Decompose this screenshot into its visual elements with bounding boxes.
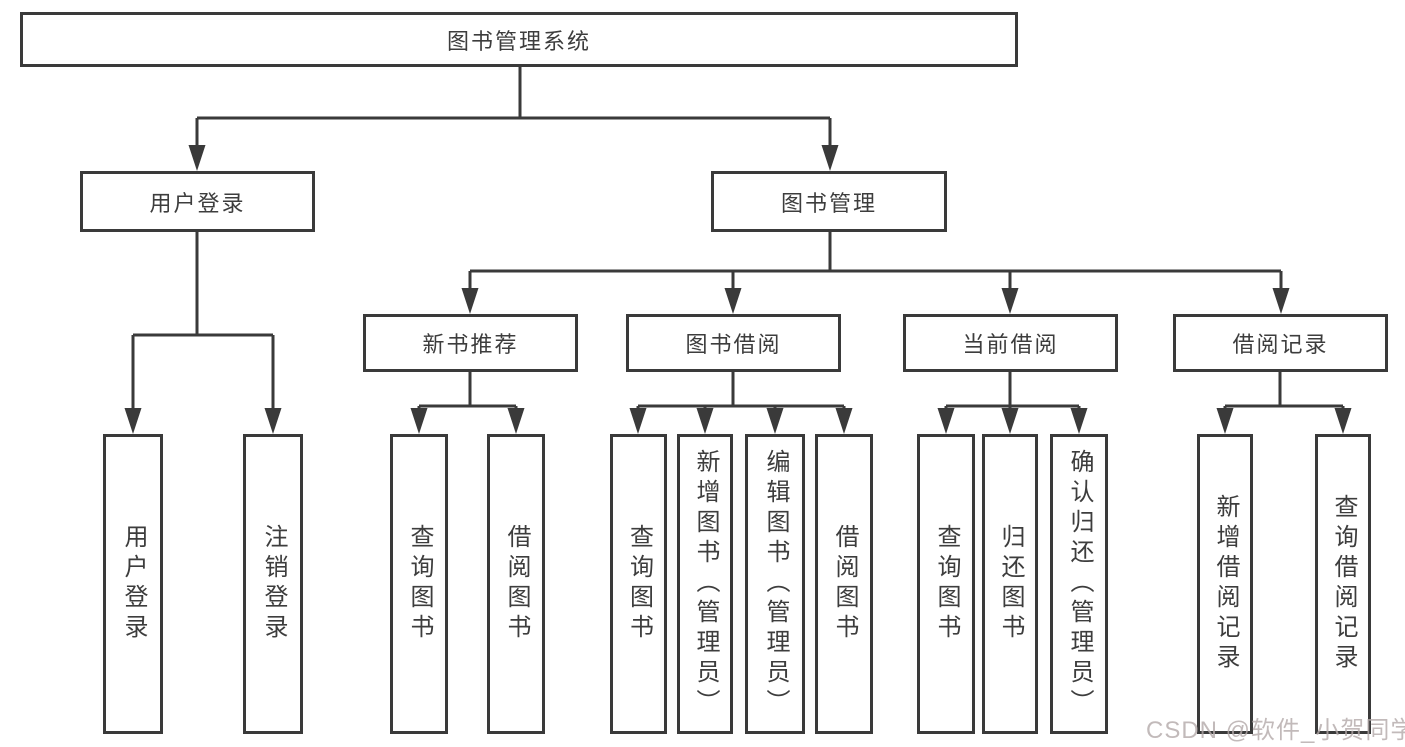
- node-leaf-query-book-2: 查询图书: [610, 434, 667, 734]
- node-leaf-add-book-label: 新增图书（管理员）: [692, 449, 719, 719]
- node-leaf-confirm-return-label: 确认归还（管理员）: [1066, 449, 1093, 719]
- node-leaf-query-book-1-label: 查询图书: [406, 524, 433, 644]
- node-leaf-query-borrow-record: 查询借阅记录: [1315, 434, 1371, 734]
- node-new-book-rec: 新书推荐: [363, 314, 578, 372]
- arrow-down-icon: [1001, 408, 1019, 434]
- node-borrow-records-label: 借阅记录: [1232, 332, 1329, 357]
- node-leaf-borrow-book-2-label: 借阅图书: [831, 524, 858, 644]
- arrow-down-icon: [1272, 288, 1290, 314]
- node-new-book-rec-label: 新书推荐: [422, 332, 519, 357]
- arrow-down-icon: [124, 408, 142, 434]
- node-leaf-query-borrow-record-label: 查询借阅记录: [1330, 494, 1357, 674]
- node-leaf-edit-book: 编辑图书（管理员）: [745, 434, 805, 734]
- connector-lines-borrow-records: [1223, 372, 1345, 413]
- arrow-down-icon: [1334, 408, 1352, 434]
- arrow-down-icon: [821, 145, 839, 171]
- node-leaf-add-borrow-record-label: 新增借阅记录: [1212, 494, 1239, 674]
- arrow-down-icon: [766, 408, 784, 434]
- arrow-down-icon: [507, 408, 525, 434]
- node-book-mgmt-label: 图书管理: [780, 190, 877, 216]
- node-borrow-records: 借阅记录: [1173, 314, 1388, 372]
- node-leaf-logout-label: 注销登录: [260, 524, 287, 644]
- connector-lines-user-login: [131, 232, 275, 412]
- arrow-down-icon: [461, 288, 479, 314]
- arrow-down-icon: [629, 408, 647, 434]
- arrow-down-icon: [696, 408, 714, 434]
- connector-lines-root: [195, 67, 832, 150]
- connector-lines-book-borrow: [636, 372, 846, 413]
- arrow-down-icon: [1001, 288, 1019, 314]
- connector-lines-current-borrow: [944, 372, 1081, 413]
- arrow-down-icon: [835, 408, 853, 434]
- arrow-down-icon: [1070, 408, 1088, 434]
- node-leaf-add-book: 新增图书（管理员）: [677, 434, 733, 734]
- arrow-down-icon: [264, 408, 282, 434]
- node-leaf-query-book-2-label: 查询图书: [625, 524, 653, 644]
- node-leaf-query-book-3-label: 查询图书: [933, 524, 960, 644]
- node-current-borrow: 当前借阅: [903, 314, 1118, 372]
- node-leaf-borrow-book-1: 借阅图书: [487, 434, 545, 734]
- node-user-login: 用户登录: [80, 171, 315, 232]
- arrow-down-icon: [937, 408, 955, 434]
- csdn-watermark: CSDN @软件_小贺同学: [1146, 717, 1405, 744]
- node-book-borrow: 图书借阅: [626, 314, 841, 372]
- node-leaf-borrow-book-2: 借阅图书: [815, 434, 873, 734]
- node-leaf-borrow-book-1-label: 借阅图书: [503, 524, 530, 644]
- node-leaf-logout: 注销登录: [243, 434, 303, 734]
- node-root: 图书管理系统: [20, 12, 1018, 67]
- node-user-login-label: 用户登录: [149, 190, 246, 216]
- node-book-mgmt: 图书管理: [711, 171, 947, 232]
- node-leaf-user-login-label: 用户登录: [120, 524, 147, 644]
- node-leaf-return-book-label: 归还图书: [997, 524, 1024, 644]
- node-leaf-add-borrow-record: 新增借阅记录: [1197, 434, 1253, 734]
- node-book-borrow-label: 图书借阅: [685, 332, 782, 357]
- arrow-down-icon: [188, 145, 206, 171]
- node-root-label: 图书管理系统: [446, 28, 591, 54]
- connector-lines-new-book-rec: [417, 372, 518, 413]
- node-leaf-user-login: 用户登录: [103, 434, 163, 734]
- node-leaf-return-book: 归还图书: [982, 434, 1038, 734]
- node-leaf-query-book-1: 查询图书: [390, 434, 448, 734]
- connector-lines-book-mgmt: [468, 232, 1283, 293]
- arrow-down-icon: [1216, 408, 1234, 434]
- node-current-borrow-label: 当前借阅: [962, 332, 1059, 357]
- arrow-down-icon: [410, 408, 428, 434]
- arrow-down-icon: [724, 288, 742, 314]
- node-leaf-edit-book-label: 编辑图书（管理员）: [762, 449, 789, 719]
- node-leaf-confirm-return: 确认归还（管理员）: [1050, 434, 1108, 734]
- node-leaf-query-book-3: 查询图书: [917, 434, 975, 734]
